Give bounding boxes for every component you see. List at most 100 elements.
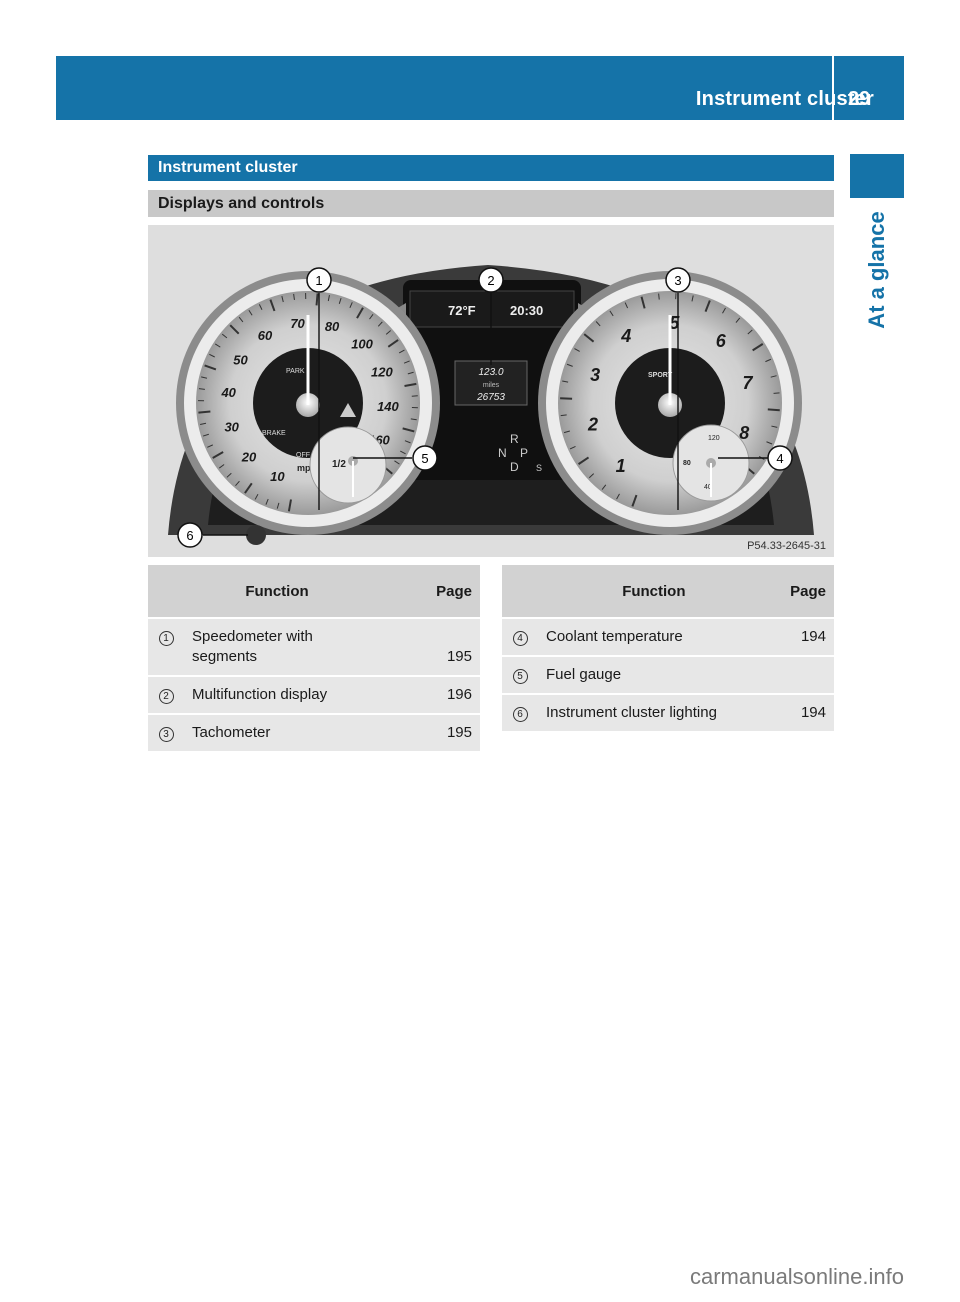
table-row: 6 Instrument cluster lighting 194 <box>502 694 834 733</box>
dial-tick <box>752 343 764 352</box>
svg-text:S: S <box>536 463 542 473</box>
dial-tick <box>214 343 221 348</box>
dial-tick <box>400 450 406 455</box>
dial-tick <box>201 376 208 379</box>
dial-tick <box>569 445 576 450</box>
callout-6: 6 <box>177 522 203 548</box>
dial-tick <box>560 397 573 400</box>
row-number-badge: 2 <box>158 689 174 704</box>
fuel-gauge <box>309 426 387 504</box>
table-row: 5 Fuel gauge <box>502 656 834 695</box>
off-label: OFF <box>296 452 310 459</box>
dial-label: 1 <box>616 456 626 476</box>
dial-tick <box>209 353 215 358</box>
col-function-header: Function <box>538 565 770 619</box>
row-function: Speedometer with segments <box>184 618 370 677</box>
dial-tick <box>293 293 295 300</box>
dial-tick <box>226 472 232 478</box>
dial-label: 60 <box>258 328 273 343</box>
dial-tick <box>765 358 772 363</box>
display-odometer: 26753 <box>476 392 505 403</box>
dial-label: 3 <box>590 365 600 385</box>
dial-tick <box>583 333 595 343</box>
dial-tick <box>402 427 415 433</box>
instrument-cluster-figure: 72°F 20:30 123.0 miles 26753 R N P D S 1… <box>148 225 834 557</box>
row-number-badge: 4 <box>512 631 528 646</box>
dial-tick <box>244 482 253 494</box>
dial-label: 6 <box>716 331 727 351</box>
gear-indicator: R N P D S <box>498 432 542 474</box>
speed-unit: mph <box>297 463 316 473</box>
fuel-half-label: 1/2 <box>332 459 346 470</box>
row-number-badge: 3 <box>158 727 174 742</box>
dial-tick <box>269 299 276 312</box>
dial-tick <box>770 375 777 378</box>
row-function: Tachometer <box>184 714 370 753</box>
svg-text:4: 4 <box>776 451 783 466</box>
row-page: 194 <box>769 618 834 657</box>
dial-tick <box>207 444 214 448</box>
dial-tick <box>410 418 417 421</box>
callout-5: 5 <box>412 445 438 471</box>
table-row: 2 Multifunction display 196 <box>148 676 480 715</box>
dial-tick <box>200 422 207 425</box>
dial-tick <box>338 297 342 304</box>
dial-tick <box>601 484 607 490</box>
dial-label: 50 <box>233 352 248 367</box>
dial-tick <box>212 451 224 459</box>
dial-label: 8 <box>739 423 749 443</box>
dial-tick <box>562 380 569 383</box>
dial-tick <box>229 324 240 335</box>
side-tab-label: At a glance <box>864 211 889 329</box>
dial-tick <box>198 388 205 390</box>
dial-tick <box>735 317 741 323</box>
svg-text:R: R <box>510 432 519 446</box>
coolant-120: 120 <box>708 435 720 442</box>
dial-tick <box>722 307 726 314</box>
dial-tick <box>616 493 620 500</box>
dial-tick <box>403 360 410 364</box>
dial-tick <box>407 371 414 375</box>
display-trip: 123.0 <box>478 367 503 378</box>
dial-tick <box>588 473 595 479</box>
dial-tick <box>747 329 753 335</box>
dial-tick <box>704 300 711 313</box>
callout-4: 4 <box>767 445 793 471</box>
svg-text:2: 2 <box>487 273 494 288</box>
row-number-badge: 1 <box>158 631 174 646</box>
dial-tick <box>356 307 364 319</box>
display-unit: miles <box>483 382 500 389</box>
dial-tick <box>624 302 629 309</box>
dial-label: 2 <box>587 415 598 435</box>
dial-tick <box>560 414 567 417</box>
coolant-40: 40 <box>704 484 712 491</box>
park-label: PARK <box>286 368 305 375</box>
dial-tick <box>235 480 240 487</box>
dial-tick <box>202 433 209 437</box>
dial-tick <box>577 456 590 465</box>
header-title: Instrument cluster <box>695 88 874 110</box>
row-page <box>769 656 834 695</box>
dial-tick <box>204 364 217 371</box>
sport-label: SPORT <box>648 372 673 379</box>
dial-tick <box>404 440 411 444</box>
dial-tick <box>404 382 417 387</box>
dial-tick <box>265 498 269 505</box>
col-function-header: Function <box>184 565 370 619</box>
dial-label: 120 <box>371 365 393 380</box>
dial-tick <box>767 408 780 412</box>
figure-code: P54.33-2645-31 <box>747 540 826 552</box>
callout-badges: 1 2 3 4 5 6 <box>177 267 793 548</box>
dial-tick <box>773 392 780 394</box>
table-row: 1 Speedometer with segments 195 <box>148 618 480 677</box>
dial-label: 10 <box>270 469 285 484</box>
table-row: 4 Coolant temperature 194 <box>502 618 834 657</box>
dial-tick <box>771 425 778 428</box>
lighting-knob <box>246 525 266 545</box>
dial-tick <box>563 430 570 434</box>
callout-2: 2 <box>478 267 504 293</box>
callout-1: 1 <box>306 267 332 293</box>
